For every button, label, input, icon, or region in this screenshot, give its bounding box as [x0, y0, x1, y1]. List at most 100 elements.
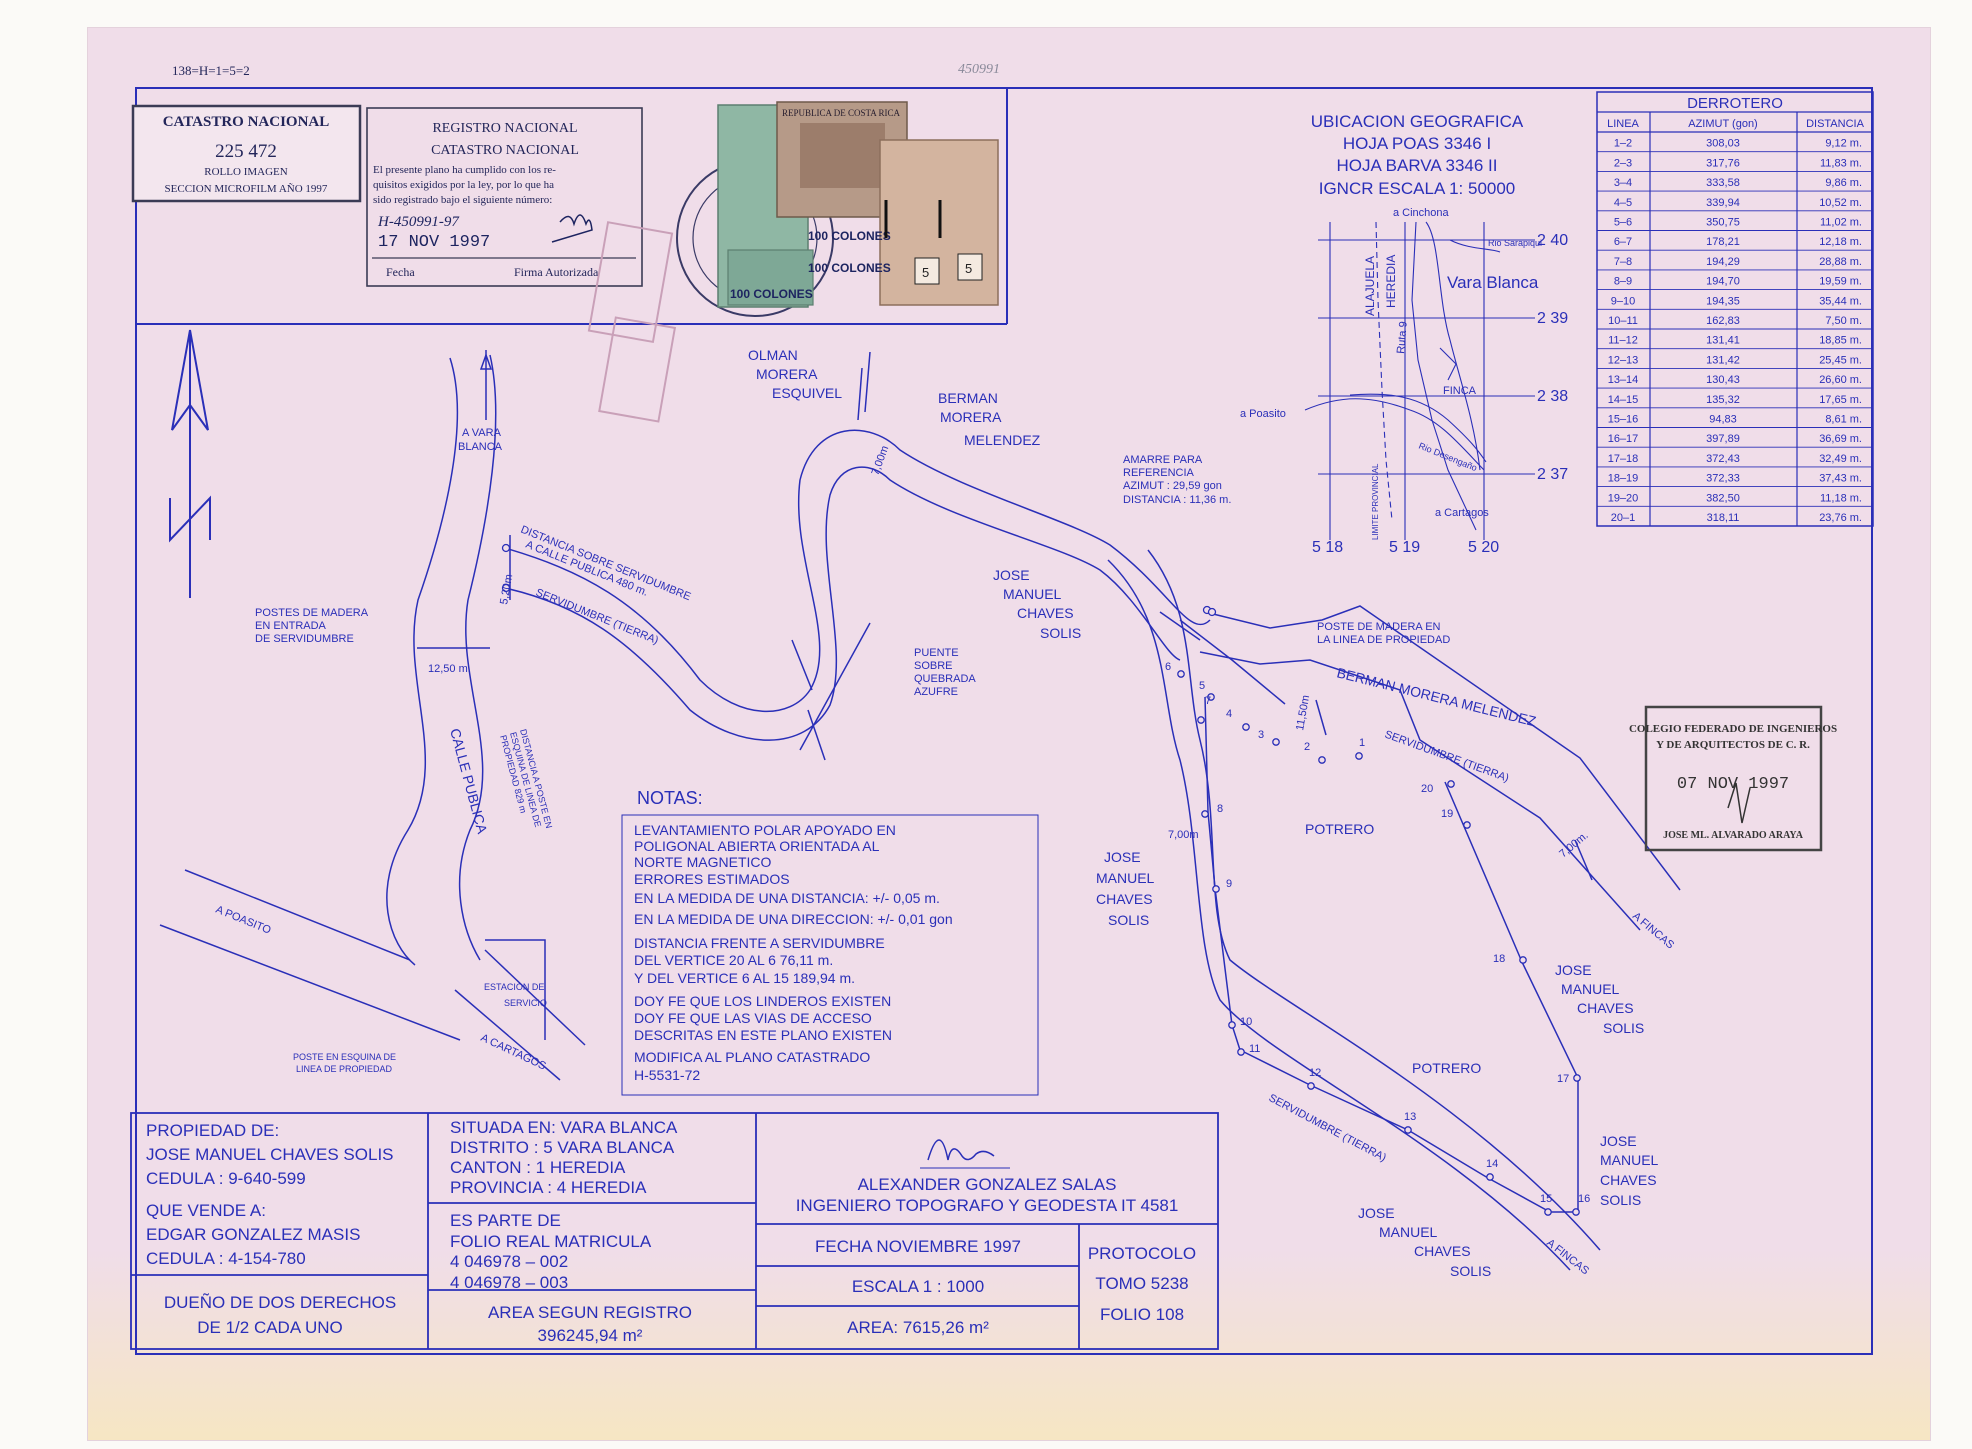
label-jose-d-1: JOSE: [1600, 1133, 1637, 1149]
derrotero-cell-distancia: 7,50 m.: [1825, 315, 1862, 327]
vertex-marker: [1201, 810, 1209, 818]
lindero-east: [1444, 781, 1579, 1210]
derrotero-cell-distancia: 26,60 m.: [1819, 374, 1862, 386]
colegio-line2: Y DE ARQUITECTOS DE C. R.: [1656, 739, 1810, 751]
label-width-7b: 7,00m: [1168, 829, 1199, 841]
label-poste-madera-1: POSTE DE MADERA EN: [1317, 621, 1441, 633]
derrotero-cell-linea: 10–11: [1608, 315, 1638, 327]
label-amarre-1: AMARRE PARA: [1123, 454, 1203, 466]
derrotero-table: DERROTERO LINEA AZIMUT (gon) DISTANCIA 1…: [1596, 91, 1874, 527]
derrotero-cell-azimut: 339,94: [1706, 197, 1740, 209]
derrotero-cell-linea: 16–17: [1608, 433, 1639, 445]
vertex-marker: [1242, 723, 1250, 731]
stamp-value-1: 100 COLONES: [808, 229, 891, 243]
vertex-label: 1: [1359, 737, 1365, 749]
grid-y-240: 2 40: [1537, 232, 1568, 249]
label-berman-a-3: MELENDEZ: [964, 432, 1041, 448]
vertex-marker: [1572, 1208, 1580, 1216]
derrotero-cell-linea: 18–19: [1608, 473, 1639, 485]
paper-stain: [88, 1250, 1930, 1440]
derrotero-cell-azimut: 178,21: [1706, 236, 1740, 248]
registro-fecha-label: Fecha: [386, 265, 415, 279]
derrotero-cell-linea: 11–12: [1608, 335, 1638, 347]
revenue-stamps: REPUBLICA DE COSTA RICA 100 COLONES 100 …: [676, 101, 999, 317]
label-poste-esquina-2: LINEA DE PROPIEDAD: [296, 1064, 393, 1074]
derrotero-title: DERROTERO: [1687, 95, 1783, 112]
label-width-1150: 11,50m: [1294, 694, 1312, 731]
derrotero-cell-azimut: 94,83: [1709, 414, 1737, 426]
colegio-stamp: COLEGIO FEDERADO DE INGENIEROS Y DE ARQU…: [1629, 705, 1837, 852]
ubicacion-line1: UBICACION GEOGRAFICA: [1311, 112, 1524, 131]
derrotero-cell-linea: 13–14: [1608, 374, 1639, 386]
derrotero-cell-azimut: 130,43: [1706, 374, 1740, 386]
place-vara-blanca: Vara Blanca: [1447, 273, 1539, 292]
label-jose-e-4: SOLIS: [1450, 1263, 1491, 1279]
servidumbre-east-lower: [1107, 559, 1571, 1271]
label-berman-b: BERMAN MORERA MELENDEZ: [1335, 664, 1538, 729]
derrotero-cell-linea: 8–9: [1614, 276, 1632, 288]
vertex-label: 16: [1578, 1193, 1590, 1205]
label-jose-b-4: SOLIS: [1108, 912, 1149, 928]
vertex-label: 19: [1441, 808, 1453, 820]
derrotero-cell-azimut: 194,70: [1706, 276, 1740, 288]
map-linework: [159, 350, 1681, 1271]
derrotero-cell-distancia: 10,52 m.: [1819, 197, 1862, 209]
place-heredia: HEREDIA: [1384, 255, 1398, 308]
stamp-small-1: 5: [922, 265, 929, 280]
grid-x-520: 5 20: [1468, 539, 1499, 556]
tb-matricula2: 4 046978 – 003: [450, 1273, 568, 1292]
vertex-label: 10: [1240, 1016, 1252, 1028]
vertex-marker: [1228, 1021, 1236, 1029]
label-puente-3: QUEBRADA: [914, 673, 976, 685]
vertex-label: 11: [1249, 1043, 1260, 1055]
tb-area-registro: AREA SEGUN REGISTRO: [488, 1303, 692, 1322]
derrotero-cell-azimut: 372,33: [1706, 473, 1740, 485]
place-rio-sarapiqui: Rio Sarapiqui: [1488, 238, 1542, 248]
vertex-label: 5: [1199, 680, 1205, 692]
catastro-title: CATASTRO NACIONAL: [163, 114, 330, 130]
tb-protocolo: PROTOCOLO: [1088, 1244, 1196, 1263]
registro-number: H-450991-97: [377, 214, 460, 230]
colegio-name: JOSE ML. ALVARADO ARAYA: [1663, 830, 1804, 841]
derrotero-cell-distancia: 35,44 m.: [1819, 295, 1862, 307]
derrotero-cell-linea: 19–20: [1608, 492, 1639, 504]
label-jose-e-1: JOSE: [1358, 1205, 1395, 1221]
tb-propietario: JOSE MANUEL CHAVES SOLIS: [146, 1145, 394, 1164]
label-berman-a-1: BERMAN: [938, 390, 998, 406]
place-cartagos: a Cartagos: [1435, 507, 1489, 519]
label-poste-esquina-1: POSTE EN ESQUINA DE: [293, 1052, 396, 1062]
vertex-label: 7: [1205, 695, 1211, 707]
derrotero-cell-azimut: 372,43: [1706, 453, 1740, 465]
label-jose-a-3: CHAVES: [1017, 605, 1074, 621]
derrotero-cell-distancia: 36,69 m.: [1819, 433, 1862, 445]
notas-line: NORTE MAGNETICO: [634, 854, 772, 870]
vertex-marker: [1237, 1048, 1245, 1056]
derrotero-cell-linea: 14–15: [1608, 394, 1639, 406]
derrotero-cell-linea: 7–8: [1614, 256, 1632, 268]
vertex-marker: [1355, 752, 1363, 760]
derrotero-cell-linea: 1–2: [1614, 138, 1632, 150]
derrotero-cell-distancia: 28,88 m.: [1819, 256, 1862, 268]
label-jose-c-4: SOLIS: [1603, 1020, 1644, 1036]
derrotero-cell-azimut: 131,41: [1706, 335, 1740, 347]
label-amarre-3: AZIMUT : 29,59 gon: [1123, 480, 1222, 492]
label-a-vara-2: BLANCA: [458, 441, 503, 453]
tb-dueno1: DUEÑO DE DOS DERECHOS: [164, 1293, 396, 1312]
tb-matricula1: 4 046978 – 002: [450, 1252, 568, 1271]
vertex-marker: [1177, 670, 1185, 678]
label-jose-e-2: MANUEL: [1379, 1224, 1438, 1240]
label-estacion-1: ESTACION DE: [484, 982, 544, 992]
label-a-cartagos: A CARTAGOS: [479, 1032, 548, 1073]
derrotero-cell-azimut: 194,29: [1706, 256, 1740, 268]
vertex-label: 17: [1557, 1073, 1569, 1085]
tb-distrito: DISTRITO : 5 VARA BLANCA: [450, 1138, 675, 1157]
derrotero-cell-linea: 4–5: [1614, 197, 1632, 209]
derrotero-cell-distancia: 23,76 m.: [1819, 512, 1862, 524]
label-width-520: 5,20m: [498, 573, 515, 605]
registro-text3: sido registrado bajo el siguiente número…: [373, 194, 552, 206]
derrotero-cell-linea: 20–1: [1611, 512, 1635, 524]
vertex-marker: [1307, 1082, 1315, 1090]
notas-line: DEL VERTICE 20 AL 6 76,11 m.: [634, 952, 833, 968]
derrotero-cell-azimut: 131,42: [1706, 354, 1740, 366]
